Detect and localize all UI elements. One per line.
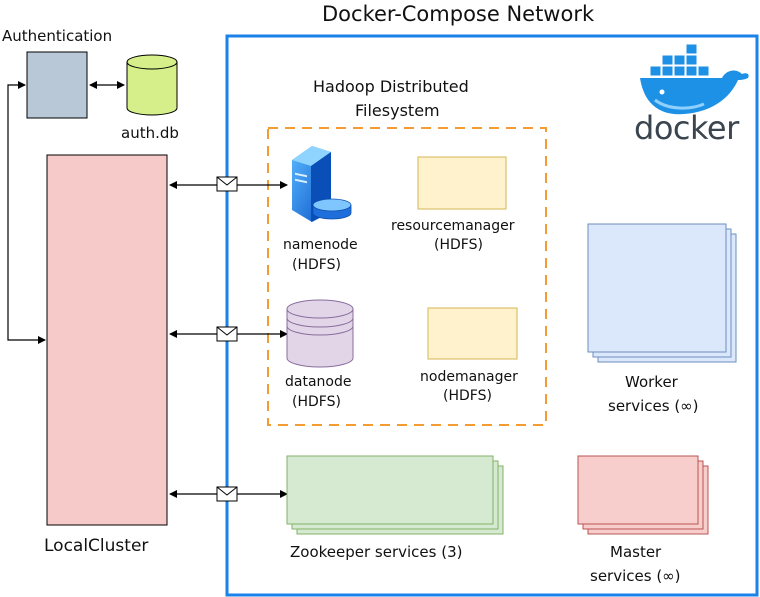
hdfs-title-line1: Hadoop Distributed <box>313 77 469 96</box>
nodemanager-box[interactable] <box>427 307 518 360</box>
master-services-stack[interactable] <box>577 455 709 535</box>
envelope-icon <box>216 486 238 502</box>
worker-label-line2: services (∞) <box>608 397 699 415</box>
namenode-label: namenode <box>283 237 358 253</box>
auth-localcluster-connector <box>7 81 46 344</box>
hdfs-title-line2: Filesystem <box>355 101 440 120</box>
authentication-box[interactable] <box>26 51 88 119</box>
namenode-server-icon[interactable] <box>292 146 352 222</box>
zookeeper-label: Zookeeper services (3) <box>290 543 463 561</box>
datanode-sub-label: (HDFS) <box>292 394 341 410</box>
datanode-label: datanode <box>285 374 352 390</box>
zookeeper-services-stack[interactable] <box>286 455 504 535</box>
docker-whale-icon <box>640 43 749 115</box>
authentication-label: Authentication <box>2 27 113 45</box>
envelope-icon <box>216 176 238 192</box>
envelope-icon <box>216 326 238 342</box>
nodemanager-label: nodemanager <box>420 369 518 385</box>
auth-db-label: auth.db <box>121 124 179 142</box>
worker-label-line1: Worker <box>625 373 678 391</box>
hdfs-group-boundary <box>267 127 547 426</box>
resourcemanager-sub-label: (HDFS) <box>434 237 483 253</box>
datanode-cylinder[interactable] <box>286 299 354 368</box>
docker-logo-text: docker <box>634 109 739 147</box>
docker-network-boundary <box>225 34 759 597</box>
resourcemanager-box[interactable] <box>417 156 507 210</box>
local-cluster-label: LocalCluster <box>44 536 149 556</box>
master-label-line2: services (∞) <box>590 567 681 585</box>
local-cluster-box[interactable] <box>46 154 168 526</box>
resourcemanager-label: resourcemanager <box>391 218 515 234</box>
master-label-line1: Master <box>610 543 662 561</box>
auth-db-cylinder[interactable] <box>126 54 178 116</box>
network-title: Docker-Compose Network <box>322 2 595 26</box>
worker-services-stack[interactable] <box>587 223 737 363</box>
namenode-sub-label: (HDFS) <box>292 257 341 273</box>
nodemanager-sub-label: (HDFS) <box>443 388 492 404</box>
